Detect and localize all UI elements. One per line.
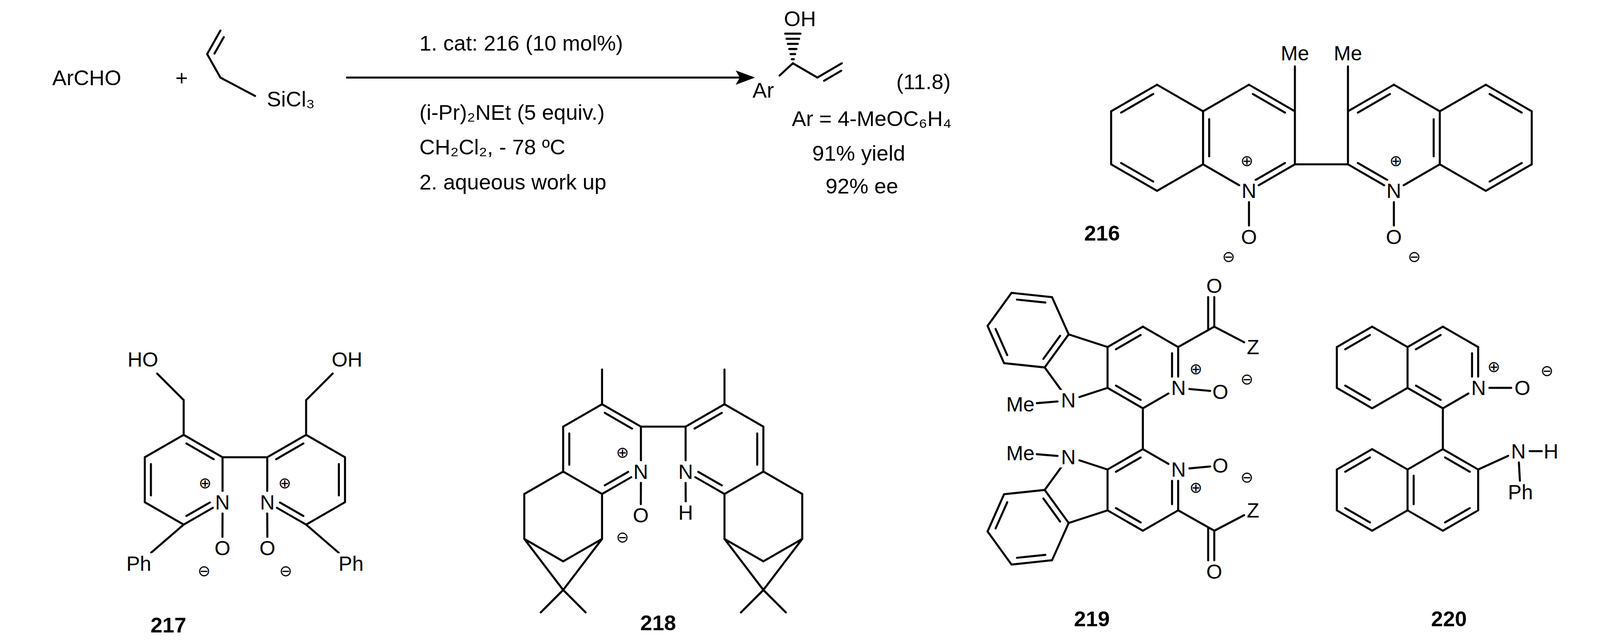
compound-number: 218 <box>639 611 678 634</box>
atom-label: Me <box>1004 442 1036 464</box>
charge-symbol: ⊖ <box>614 530 631 546</box>
atom-label: N <box>1240 180 1258 201</box>
atom-label: Me <box>1332 43 1364 64</box>
charge-symbol: ⊕ <box>614 445 631 461</box>
atom-label: N <box>259 491 276 513</box>
reaction-text: OH <box>782 7 817 29</box>
charge-symbol: ⊖ <box>1239 371 1255 387</box>
atom-label: HO <box>126 349 160 370</box>
atom-label: Ph <box>125 552 153 574</box>
atom-label: Ph <box>337 552 365 574</box>
atom-label: O <box>213 537 232 559</box>
condition-text: Ar = 4-MeOC₆H₄ <box>790 107 953 130</box>
charge-symbol: ⊖ <box>196 563 212 580</box>
charge-symbol: ⊕ <box>197 476 213 492</box>
atom-label: OH <box>330 349 364 370</box>
condition-text: 92% ee <box>824 174 899 197</box>
charge-symbol: ⊕ <box>1239 153 1255 169</box>
atom-label: O <box>1205 561 1223 582</box>
atom-label: N <box>1469 377 1487 399</box>
condition-text: 91% yield <box>811 142 907 164</box>
atom-label: N <box>1509 440 1527 462</box>
atom-label: N <box>677 461 695 482</box>
compound-number: 216 <box>1083 221 1121 244</box>
atom-label: O <box>258 537 276 559</box>
atom-label: O <box>1211 455 1230 476</box>
charge-symbol: ⊖ <box>1406 249 1423 265</box>
reaction-text: (11.8) <box>895 70 952 93</box>
atom-label: Z <box>1245 336 1261 358</box>
atom-label: N <box>1170 459 1187 480</box>
atom-label: O <box>1384 226 1403 248</box>
reaction-text: Ar <box>751 78 776 101</box>
atom-label: O <box>1240 226 1258 248</box>
atom-label: Me <box>1279 43 1311 64</box>
charge-symbol: ⊖ <box>1539 363 1555 379</box>
atom-label: N <box>1385 180 1403 201</box>
charge-symbol: ⊕ <box>1388 153 1404 169</box>
charge-symbol: ⊖ <box>1239 469 1255 485</box>
condition-text: CH₂Cl₂, - 78 ºC <box>418 136 567 158</box>
condition-text: 2. aqueous work up <box>418 170 608 193</box>
bond-lines <box>144 30 1543 613</box>
atom-label: N <box>1060 390 1077 411</box>
charge-symbol: ⊕ <box>1188 361 1204 377</box>
atom-label: N <box>632 461 650 482</box>
compound-number: 220 <box>1430 607 1468 629</box>
atom-label: H <box>677 501 695 523</box>
atom-label: O <box>1211 381 1230 402</box>
charge-symbol: ⊕ <box>277 476 293 492</box>
reaction-text: + <box>174 66 190 89</box>
reaction-text: ArCHO <box>51 66 123 89</box>
condition-text: (i-Pr)₂NEt (5 equiv.) <box>418 101 606 123</box>
atom-label: Me <box>1004 394 1036 415</box>
charge-symbol: ⊖ <box>1221 249 1237 265</box>
charge-symbol: ⊕ <box>1486 359 1502 375</box>
atom-label: O <box>1205 275 1223 296</box>
atom-label: Ph <box>1506 481 1534 502</box>
charge-symbol: ⊖ <box>278 563 294 580</box>
atom-label: O <box>631 504 650 526</box>
atom-label: N <box>213 491 231 513</box>
atom-label: H <box>1542 440 1560 462</box>
atom-label: Z <box>1245 500 1261 521</box>
compound-number: 219 <box>1072 607 1111 629</box>
compound-number: 217 <box>149 613 188 635</box>
condition-text: 1. cat: 216 (10 mol%) <box>418 31 625 54</box>
atom-label: N <box>1170 377 1187 399</box>
charge-symbol: ⊕ <box>1188 480 1204 496</box>
atom-label: O <box>1513 377 1532 399</box>
reaction-text: SiCl₃ <box>265 88 316 110</box>
atom-label: N <box>1060 446 1077 468</box>
